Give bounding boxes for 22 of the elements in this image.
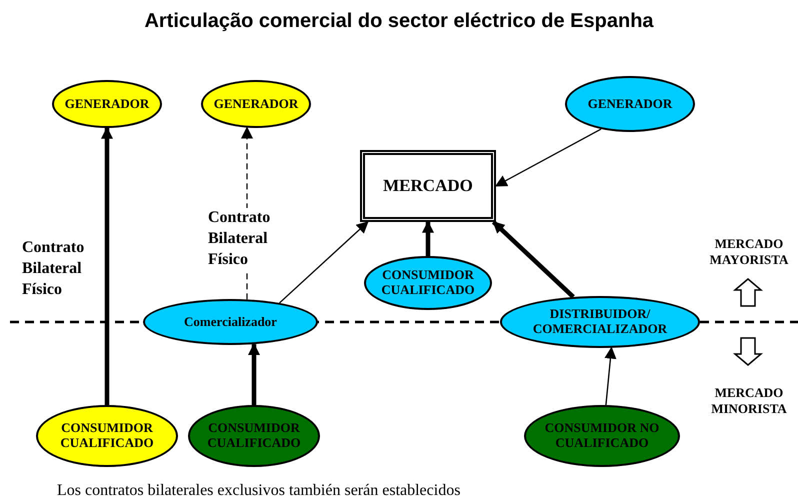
- region-label: MERCADO MAYORISTA: [708, 236, 790, 268]
- node-label: GENERADOR: [588, 96, 672, 112]
- node-label: MERCADO: [383, 176, 473, 196]
- node-label: CONSUMIDOR CUALIFICADO: [206, 421, 302, 451]
- node-label: GENERADOR: [64, 96, 150, 112]
- footnote: Los contratos bilaterales exclusivos también serán establecidos: [57, 481, 462, 500]
- node-label: DISTRIBUIDOR/ COMERCIALIZADOR: [532, 307, 668, 337]
- node-label: GENERADOR: [214, 96, 298, 112]
- arrow: [279, 221, 369, 304]
- arrow: [492, 220, 575, 299]
- node-label: CONSUMIDOR CUALIFICADO: [380, 268, 476, 298]
- node-label: CONSUMIDOR NO CUALIFICADO: [544, 421, 660, 451]
- arrow: [604, 346, 616, 406]
- region-label: MERCADO MINORISTA: [710, 385, 788, 416]
- node-label: CONSUMIDOR CUALIFICADO: [59, 421, 155, 451]
- title: Articulação comercial do sector eléctrico de Espanha: [143, 10, 655, 33]
- arrow: [248, 342, 260, 405]
- arrow: [101, 126, 113, 405]
- arrow: [422, 220, 434, 256]
- process-box: [360, 150, 496, 222]
- arrow: [494, 128, 602, 186]
- node-label: Comercializador: [184, 314, 277, 330]
